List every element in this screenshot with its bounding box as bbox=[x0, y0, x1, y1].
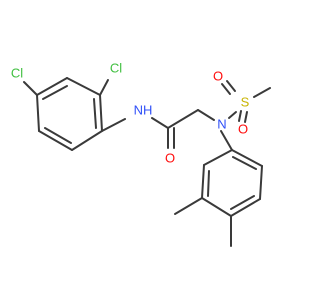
bond bbox=[99, 94, 103, 132]
molecule-canvas: Cl Cl NH O N S O O bbox=[11, 61, 271, 247]
bond bbox=[101, 118, 126, 132]
bond bbox=[23, 81, 38, 96]
bond bbox=[44, 127, 72, 144]
atom-labels: Cl Cl NH O N S O O bbox=[11, 61, 250, 166]
bond bbox=[151, 117, 169, 129]
carbonyl-oxygen-label: O bbox=[165, 151, 175, 166]
bond bbox=[238, 110, 242, 122]
bonds bbox=[23, 77, 271, 247]
bond bbox=[36, 77, 68, 96]
bond bbox=[253, 87, 271, 98]
bond bbox=[226, 80, 236, 92]
bond bbox=[174, 197, 203, 215]
sulfonamide-nitrogen-label: N bbox=[217, 117, 226, 132]
bond bbox=[207, 170, 210, 197]
bond bbox=[230, 198, 261, 217]
bond bbox=[167, 109, 199, 129]
chlorine-atom-label: Cl bbox=[110, 61, 122, 76]
amide-nitrogen-label: NH bbox=[134, 103, 153, 118]
bond bbox=[201, 164, 205, 199]
bond bbox=[221, 83, 231, 95]
bond bbox=[231, 149, 263, 167]
bond bbox=[71, 130, 103, 151]
bond bbox=[38, 130, 73, 151]
bond bbox=[99, 79, 109, 96]
bond bbox=[66, 77, 101, 96]
bond bbox=[232, 156, 257, 170]
bond bbox=[259, 165, 263, 200]
bond bbox=[197, 109, 215, 121]
bond bbox=[42, 85, 68, 100]
sulfonyl-oxygen-label: O bbox=[238, 122, 248, 137]
sulfur-atom-label: S bbox=[241, 95, 250, 110]
chlorine-atom-label: Cl bbox=[11, 66, 23, 81]
bond bbox=[220, 130, 233, 151]
bond bbox=[228, 111, 237, 119]
bond bbox=[230, 195, 255, 210]
bond bbox=[36, 94, 40, 132]
bond bbox=[201, 197, 232, 217]
molecule-structure: Cl Cl NH O N S O O bbox=[11, 61, 271, 247]
bond bbox=[244, 111, 248, 123]
bond bbox=[203, 149, 233, 166]
bond bbox=[93, 98, 97, 129]
sulfonyl-oxygen-label: O bbox=[213, 69, 223, 84]
